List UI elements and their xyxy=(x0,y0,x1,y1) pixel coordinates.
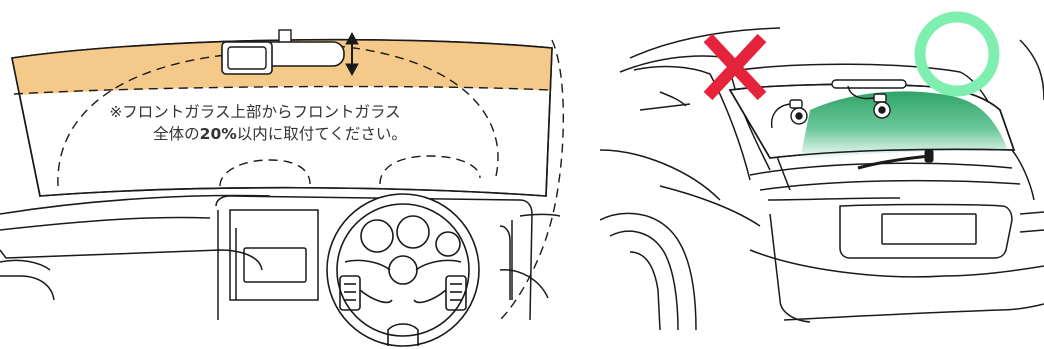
rear-window-svg xyxy=(600,0,1044,349)
correct-circle-icon xyxy=(920,17,994,91)
front-windshield-svg: ※フロントガラス上部からフロントガラス 全体の20%以内に取付てください。 xyxy=(0,0,580,349)
front-windshield-diagram: ※フロントガラス上部からフロントガラス 全体の20%以内に取付てください。 xyxy=(0,0,580,349)
rear-window-diagram xyxy=(600,0,1044,349)
steering-wheel xyxy=(327,194,479,346)
note-line-2: 全体の20%以内に取付てください。 xyxy=(153,125,407,143)
car-body xyxy=(600,28,1044,330)
third-brake-light xyxy=(832,80,906,88)
note-line-1: ※フロントガラス上部からフロントガラス xyxy=(109,103,400,121)
